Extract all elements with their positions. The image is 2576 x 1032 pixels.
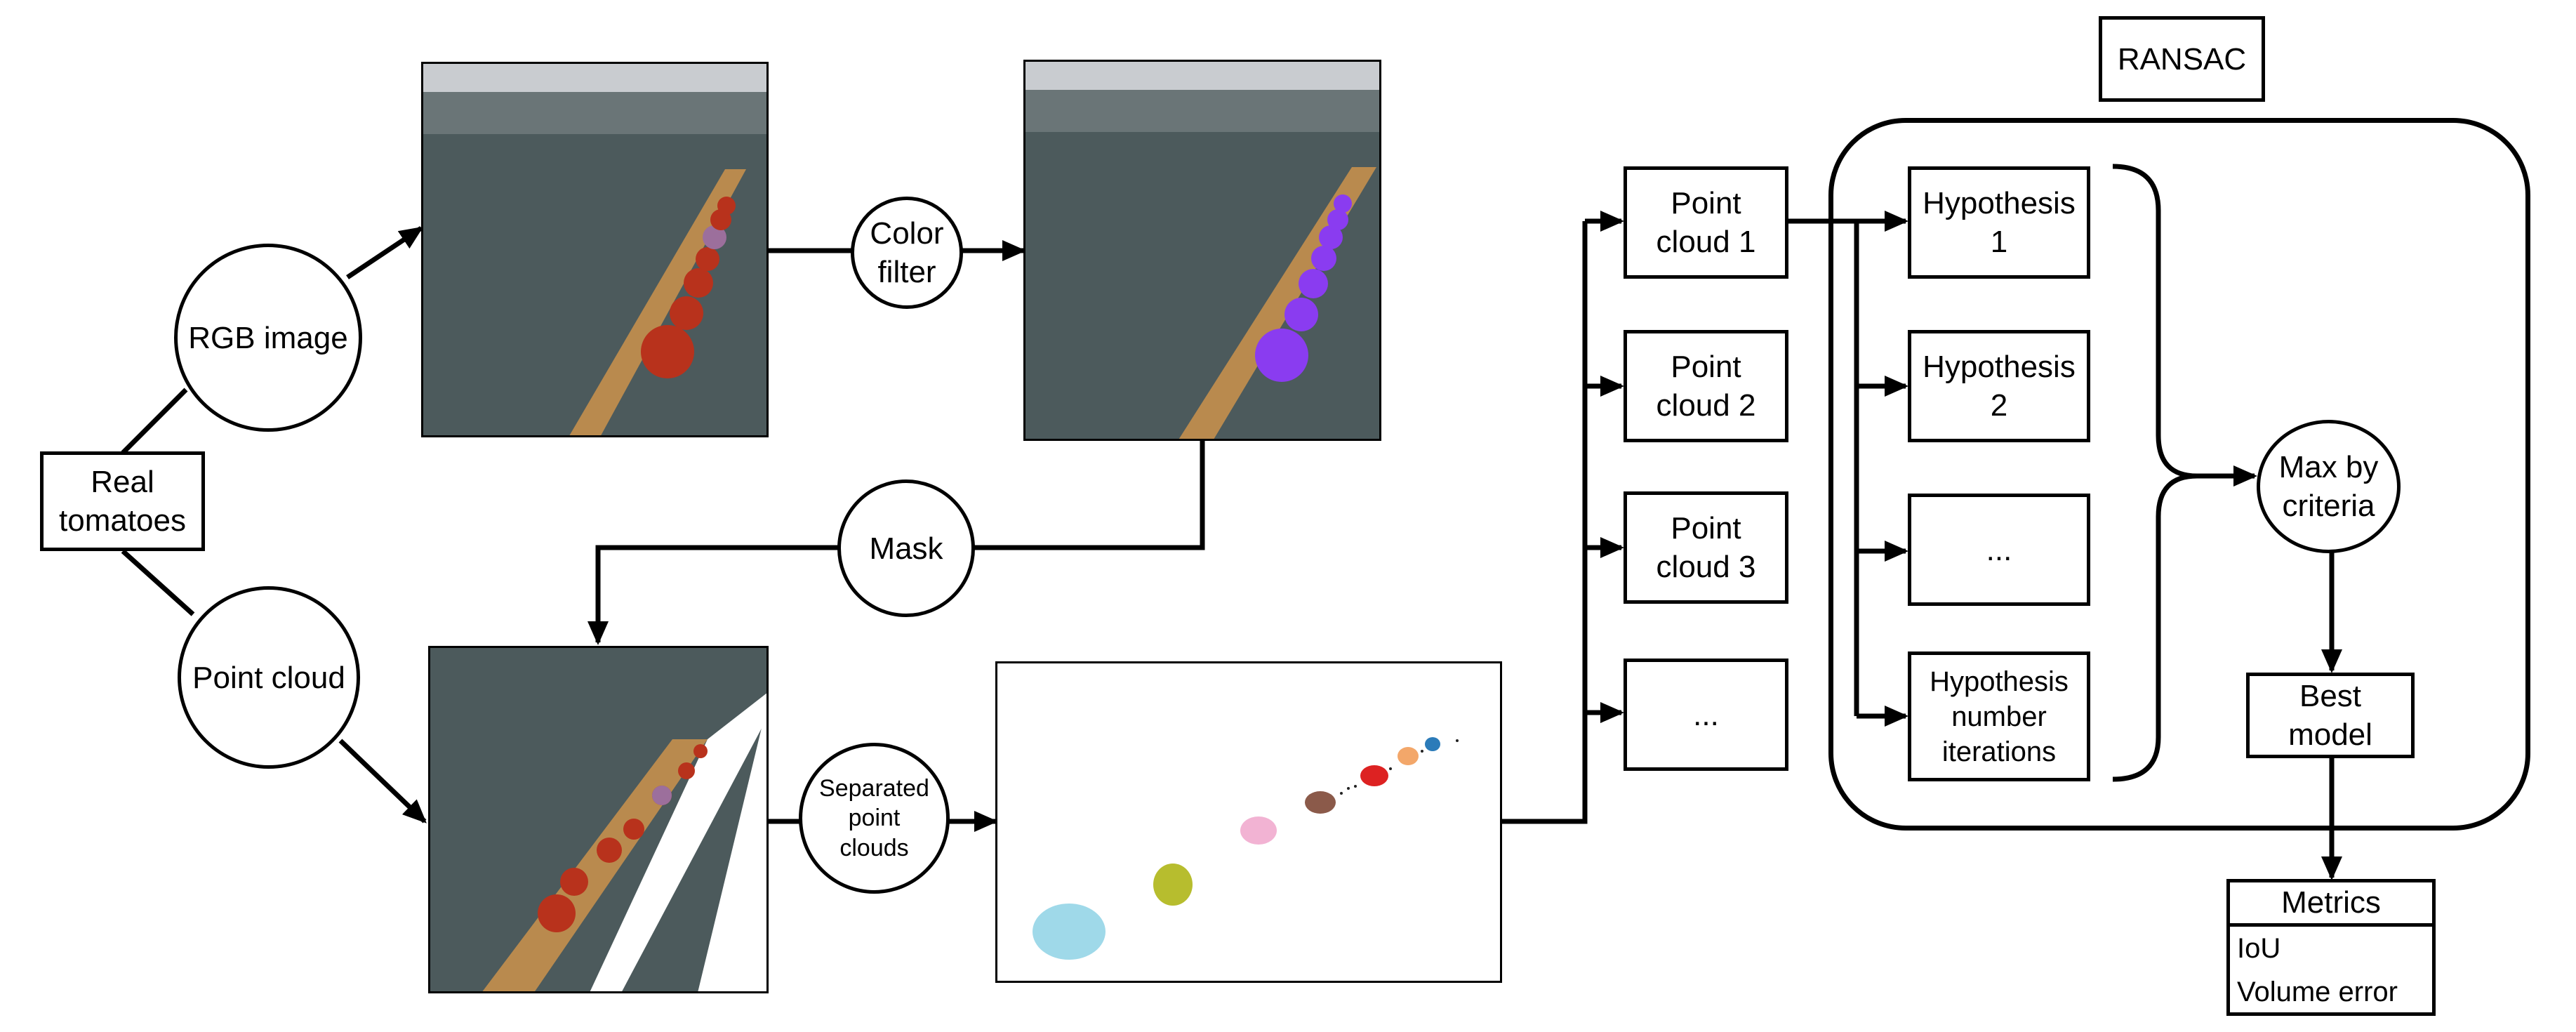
metrics-row-iou: IoU <box>2237 933 2281 964</box>
arrow-pointcloud-to-photo <box>338 739 427 823</box>
edge-clouds-trunk <box>1502 221 1588 824</box>
point-cloud-node: Point cloud <box>178 586 360 769</box>
hypothesis-more-box: ... <box>1908 494 2090 606</box>
cloud-2 <box>1153 864 1193 906</box>
cloud-5 <box>1360 765 1388 786</box>
ransac-label: RANSAC <box>2099 16 2265 102</box>
separated-point-clouds-node: Separated point clouds <box>799 743 950 894</box>
pointcloud-photo-image <box>430 648 766 991</box>
arrow-rgb-to-photo <box>346 226 424 279</box>
highlighted-tomatoes <box>1255 194 1352 382</box>
edge-filtered-to-mask <box>974 439 1205 550</box>
cloud-6 <box>1397 747 1419 765</box>
point-cloud-3-box: Point cloud 3 <box>1624 491 1788 604</box>
hypothesis-2-box: Hypothesis 2 <box>1908 330 2090 442</box>
point-cloud-more-box: ... <box>1624 659 1788 771</box>
tomatoes-row <box>641 197 736 378</box>
real-tomatoes-box: Real tomatoes <box>40 451 205 551</box>
point-cloud-2-box: Point cloud 2 <box>1624 330 1788 442</box>
separated-clouds-plot <box>995 661 1502 983</box>
hypothesis-1-box: Hypothesis 1 <box>1908 166 2090 279</box>
metrics-row-volume-error: Volume error <box>2237 977 2398 1007</box>
cloud-4 <box>1305 791 1336 814</box>
filtered-photo-image <box>1025 62 1379 439</box>
rgb-photo <box>421 62 769 437</box>
color-filter-node: Color filter <box>851 197 963 309</box>
hypothesis-n-box: Hypothesis number iterations <box>1908 651 2090 781</box>
filtered-photo <box>1023 60 1381 441</box>
cloud-3 <box>1240 816 1277 845</box>
rgb-image-node: RGB image <box>174 244 362 432</box>
arrow-mask-to-pcphoto <box>587 545 839 645</box>
metrics-title: Metrics <box>2230 882 2432 927</box>
max-by-criteria-node: Max by criteria <box>2257 420 2401 553</box>
cloud-7 <box>1425 737 1440 751</box>
cloud-1 <box>1033 904 1106 960</box>
best-model-box: Best model <box>2246 673 2415 758</box>
mask-node: Mask <box>837 479 975 617</box>
separated-clouds-image <box>1033 737 1459 960</box>
metrics-table: Metrics IoU Volume error <box>2226 879 2436 1016</box>
edge-real-to-rgb <box>121 388 188 455</box>
ransac-frame <box>1828 118 2530 831</box>
rgb-photo-image <box>423 64 766 435</box>
pointcloud-photo <box>428 646 769 993</box>
edge-real-to-pointcloud <box>121 549 195 616</box>
point-cloud-1-box: Point cloud 1 <box>1624 166 1788 279</box>
